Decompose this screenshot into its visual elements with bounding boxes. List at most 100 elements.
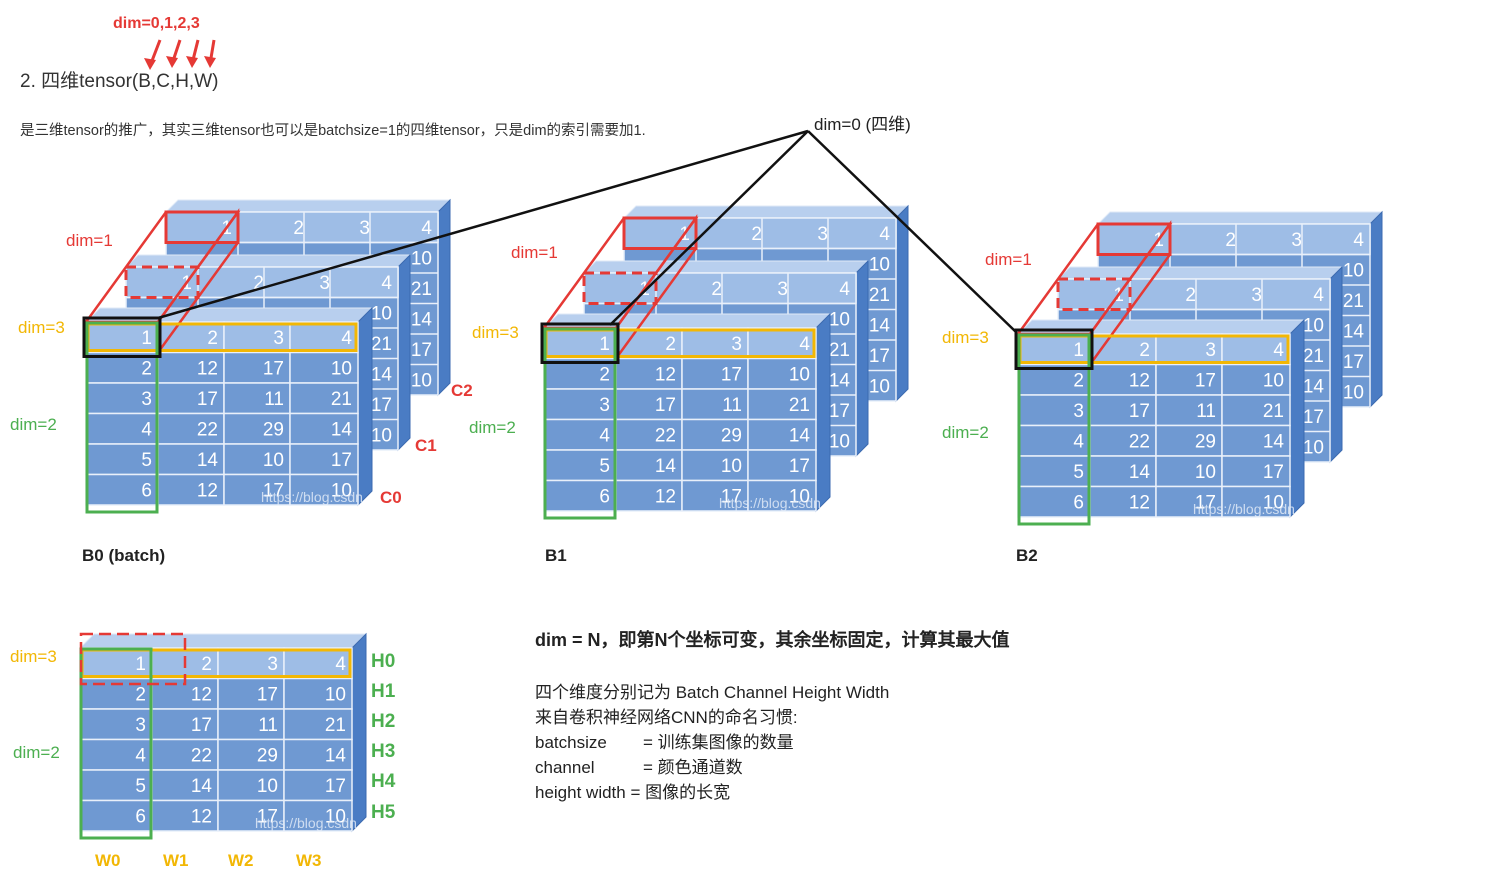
- h1-label: H1: [371, 681, 396, 702]
- back-col-value: 10: [1343, 383, 1364, 404]
- single-matrix: 123456212172214123171129101741021141710h…: [78, 632, 368, 833]
- notes-def-batchsize: batchsize= 训练集图像的数量: [535, 730, 1010, 755]
- batch-b0-label: B0 (batch): [82, 546, 166, 565]
- matrix-cell: [217, 799, 285, 832]
- notes-def-channel: channel= 颜色通道数: [535, 755, 1010, 780]
- notes-line-1: 四个维度分别记为 Batch Channel Height Width: [535, 683, 890, 702]
- back-side-face: [895, 204, 909, 403]
- cell-value: 22: [1129, 432, 1150, 453]
- cell-value: 29: [263, 420, 284, 441]
- back-col-value: 10: [371, 426, 392, 447]
- matrix-cell: [747, 479, 817, 512]
- matrix-cell: [1017, 333, 1091, 366]
- watermark-text: https://blog.csdn: [255, 815, 357, 831]
- cell-value: 10: [1263, 371, 1284, 392]
- cell-value: 17: [655, 395, 676, 416]
- w0-label: W0: [95, 851, 121, 870]
- cell-value: 17: [331, 450, 352, 471]
- back-col-value: 14: [1343, 322, 1365, 343]
- cell-value: 4: [141, 420, 152, 441]
- def-key: channel: [535, 758, 595, 777]
- stack-0-origin-cell: [82, 316, 162, 358]
- cell-value: 4: [335, 654, 346, 675]
- matrix-cell: [615, 479, 683, 512]
- stack-0-channel-0: 123456212172214123171129101741021141710h…: [84, 306, 374, 507]
- def-key: height width: [535, 783, 626, 802]
- matrix-cell: [1221, 485, 1291, 518]
- cell-value: 12: [197, 359, 218, 380]
- cell-value: 10: [263, 450, 284, 471]
- back-col-value: 21: [869, 285, 890, 306]
- single-dim3-label: dim=3: [10, 647, 57, 666]
- cell-value: 14: [197, 450, 219, 471]
- matrix-cell: [1221, 333, 1291, 366]
- cell-value: 12: [1129, 371, 1150, 392]
- back-col-value: 10: [371, 304, 392, 325]
- back-col-value: 21: [371, 334, 392, 355]
- back-col-value: 14: [869, 316, 891, 337]
- matrix-side-face: [815, 312, 831, 513]
- cell-value: 10: [331, 359, 352, 380]
- back-col-value: 17: [411, 340, 432, 361]
- cell-value: 10: [789, 487, 810, 508]
- single-dim1-hint: [79, 632, 187, 686]
- dim-indices-label: dim=0,1,2,3: [113, 15, 200, 32]
- dim1-back-cell: [164, 210, 240, 244]
- cell-value: 4: [1273, 340, 1284, 361]
- cell-value: 3: [599, 395, 610, 416]
- cell-value: 6: [135, 807, 146, 828]
- cell-value: 21: [325, 715, 346, 736]
- notes-line-2: 来自卷积神经网络CNN的命名习惯:: [535, 708, 798, 727]
- back-header-value: 3: [1251, 285, 1262, 306]
- cell-value: 17: [721, 365, 742, 386]
- cell-value: 29: [721, 426, 742, 447]
- cell-value: 6: [599, 487, 610, 508]
- matrix-cell: [1221, 455, 1291, 488]
- matrix-cell: [747, 357, 817, 390]
- cell-value: 6: [141, 481, 152, 502]
- stack-2-channel-0: 123456212172214123171129101741021141710h…: [1016, 318, 1306, 519]
- cell-value: 14: [325, 746, 347, 767]
- back-header-value: 4: [1353, 230, 1364, 251]
- back-header-value: 2: [1225, 230, 1236, 251]
- matrix-cell: [681, 327, 749, 360]
- cell-value: 29: [1195, 432, 1216, 453]
- cell-value: 21: [789, 395, 810, 416]
- cell-value: 17: [1195, 493, 1216, 514]
- matrix-side-face: [1289, 318, 1305, 519]
- matrix-cell: [283, 799, 353, 832]
- cell-value: 2: [135, 685, 146, 706]
- back-side-face: [397, 253, 411, 452]
- h4-label: H4: [371, 771, 396, 792]
- back-header-value: 2: [1185, 285, 1196, 306]
- matrix-cell: [1017, 485, 1091, 518]
- cell-value: 12: [191, 685, 212, 706]
- dim1-mid-cell: [1056, 277, 1132, 311]
- matrix-cell: [283, 738, 353, 771]
- cell-value: 5: [599, 456, 610, 477]
- matrix-cell: [543, 388, 617, 421]
- back-col-value: 10: [829, 310, 850, 331]
- arrow-head: [144, 58, 156, 70]
- back-header-value: 2: [253, 273, 264, 294]
- back-side-face: [437, 198, 451, 397]
- back-col-value: 17: [829, 401, 850, 422]
- stack-1-origin-cell: [540, 322, 620, 364]
- w2-label: W2: [228, 851, 254, 870]
- w3-label: W3: [296, 851, 322, 870]
- cell-value: 17: [257, 685, 278, 706]
- back-top-face: [1056, 266, 1344, 280]
- back-side-face: [1369, 210, 1383, 409]
- h0-label: H0: [371, 651, 396, 672]
- cell-value: 17: [191, 715, 212, 736]
- cell-value: 3: [135, 715, 146, 736]
- back-header-value: 4: [1313, 285, 1324, 306]
- cell-value: 14: [1129, 462, 1151, 483]
- back-top-face: [1096, 211, 1384, 225]
- dim1-back-cell: [1096, 222, 1172, 256]
- cell-value: 14: [331, 420, 353, 441]
- cell-value: 3: [1205, 340, 1216, 361]
- cell-value: 10: [1195, 462, 1216, 483]
- dim1-back-cell: [622, 216, 698, 250]
- matrix-cell: [289, 473, 359, 506]
